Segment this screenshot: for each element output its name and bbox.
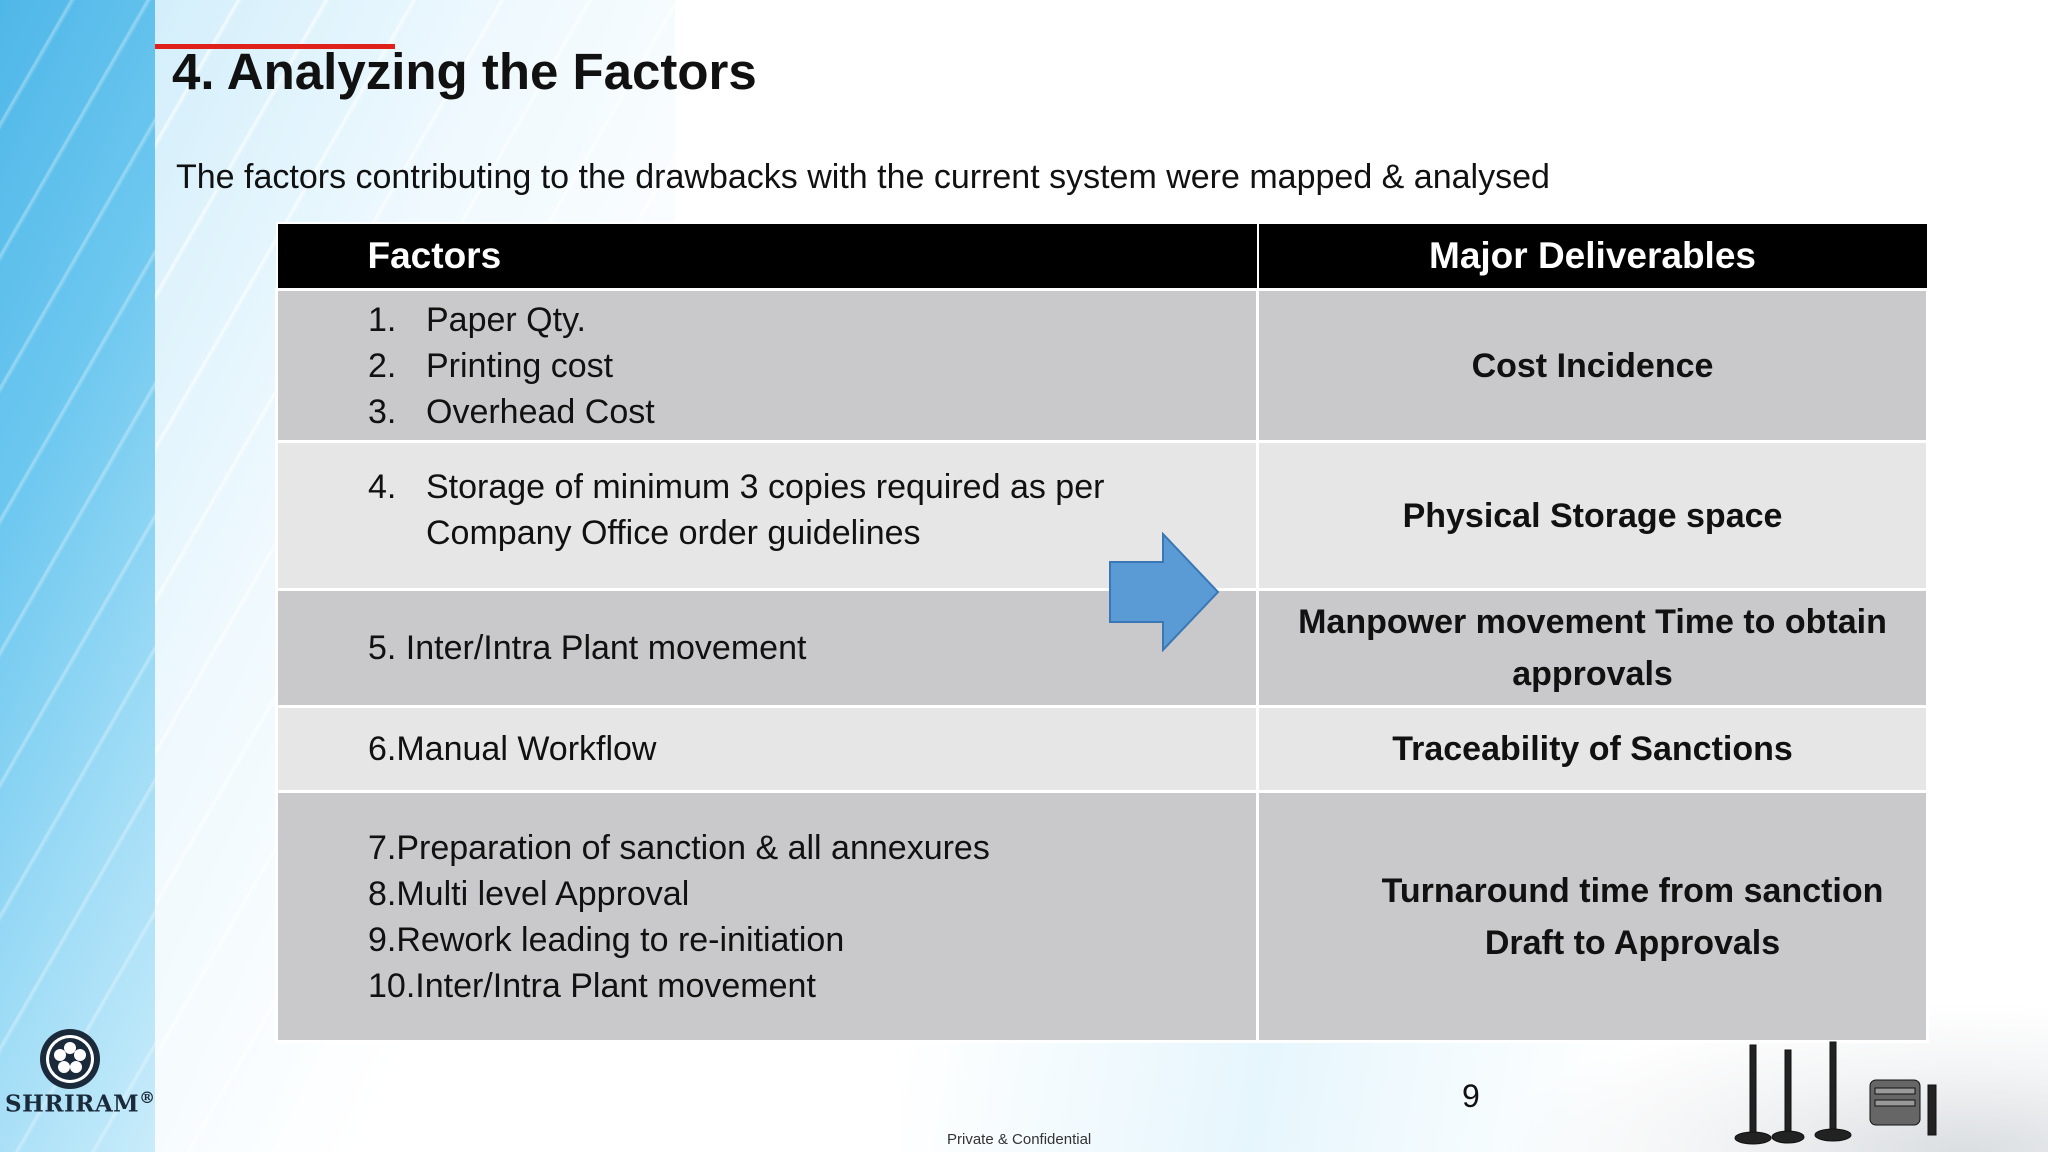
- header-deliverables: Major Deliverables: [1256, 222, 1929, 291]
- shriram-logo-icon: [40, 1029, 100, 1089]
- list-item: 4.Storage of minimum 3 copies required a…: [368, 467, 1105, 552]
- factors-cell: 5. Inter/Intra Plant movement: [275, 588, 1259, 708]
- title-accent-line: [155, 44, 395, 49]
- list-item: 9.Rework leading to re-initiation: [368, 920, 845, 959]
- factors-cell: 7.Preparation of sanction & all annexure…: [275, 790, 1259, 1043]
- deliverable-cell: Physical Storage space: [1256, 440, 1929, 591]
- deliverable-cell: Manpower movement Time to obtain approva…: [1256, 588, 1929, 708]
- table-row: 7.Preparation of sanction & all annexure…: [275, 790, 1929, 1043]
- table-row: 1.Paper Qty. 2.Printing cost 3.Overhead …: [275, 288, 1929, 443]
- engine-valves-image: [1734, 1041, 1937, 1145]
- list-item: 2.Printing cost: [368, 346, 614, 385]
- table-row: 4.Storage of minimum 3 copies required a…: [275, 440, 1929, 591]
- factors-cell: 4.Storage of minimum 3 copies required a…: [275, 440, 1259, 591]
- table-header-row: Factors Major Deliverables: [275, 222, 1929, 291]
- logo-text: SHRIRAM®: [5, 1088, 156, 1118]
- list-item: 8.Multi level Approval: [368, 874, 690, 913]
- slide-title: 4. Analyzing the Factors: [172, 43, 757, 100]
- right-arrow-icon: [1109, 532, 1220, 652]
- bottom-streak: [900, 1032, 1800, 1152]
- header-factors: Factors: [275, 222, 1259, 291]
- slide-subtitle: The factors contributing to the drawback…: [176, 158, 1550, 196]
- left-decorative-band: [0, 0, 155, 1152]
- factors-table: Factors Major Deliverables 1.Paper Qty. …: [275, 222, 1929, 1043]
- deliverable-cell: Cost Incidence: [1256, 288, 1929, 443]
- page-number: 9: [1462, 1078, 1480, 1114]
- deliverable-cell: Traceability of Sanctions: [1256, 705, 1929, 793]
- deliverable-cell: Turnaround time from sanction Draft to A…: [1256, 790, 1929, 1043]
- factors-cell: 6.Manual Workflow: [275, 705, 1259, 793]
- factors-cell: 1.Paper Qty. 2.Printing cost 3.Overhead …: [275, 288, 1259, 443]
- footer-text: Private & Confidential: [947, 1131, 1092, 1148]
- list-item: 10.Inter/Intra Plant movement: [368, 966, 816, 1005]
- list-item: 7.Preparation of sanction & all annexure…: [368, 828, 990, 867]
- list-item: 1.Paper Qty.: [368, 300, 586, 339]
- table-row: 6.Manual Workflow Traceability of Sancti…: [275, 705, 1929, 793]
- list-item: 3.Overhead Cost: [368, 392, 655, 431]
- table-row: 5. Inter/Intra Plant movement Manpower m…: [275, 588, 1929, 708]
